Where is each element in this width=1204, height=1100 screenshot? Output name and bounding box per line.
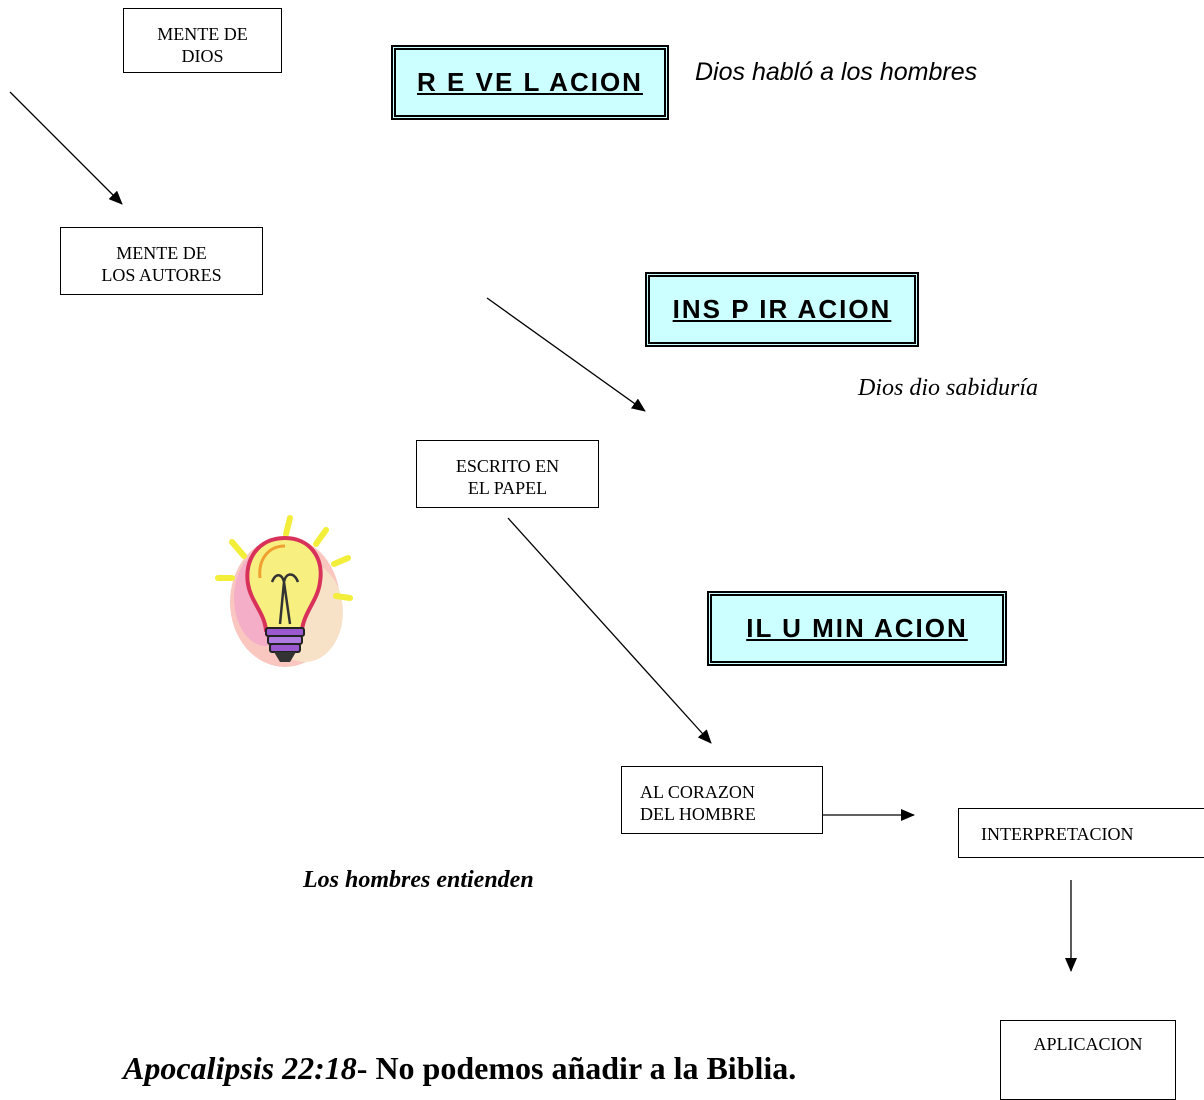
box-al-corazon-del-hombre: AL CORAZON DEL HOMBRE — [621, 766, 823, 834]
box-mente-de-dios-line2: DIOS — [181, 46, 224, 66]
title-inspiracion: INS P IR ACION — [645, 272, 919, 347]
box-interpretacion: INTERPRETACION — [958, 808, 1204, 858]
title-iluminacion-text: IL U MIN ACION — [746, 613, 968, 643]
box-interpretacion-label: INTERPRETACION — [981, 824, 1134, 844]
title-inspiracion-text: INS P IR ACION — [672, 294, 892, 324]
box-corazon-line1: AL CORAZON — [640, 782, 755, 802]
footer-verse: Apocalipsis 22:18- No podemos añadir a l… — [123, 1050, 796, 1087]
box-corazon-line2: DEL HOMBRE — [640, 804, 756, 824]
box-escrito-line2: EL PAPEL — [467, 478, 548, 498]
box-mente-autores-line1: MENTE DE — [116, 243, 207, 263]
box-mente-de-dios-line1: MENTE DE — [157, 24, 248, 44]
arrow-dios-to-autores — [9, 91, 123, 205]
caption-revelacion: Dios habló a los hombres — [695, 58, 978, 86]
box-escrito-line1: ESCRITO EN — [455, 456, 560, 476]
footer-text: - No podemos añadir a la Biblia. — [356, 1050, 797, 1086]
box-mente-de-dios: MENTE DE DIOS — [123, 8, 282, 73]
box-aplicacion-label: APLICACION — [1033, 1034, 1143, 1054]
box-escrito-en-el-papel: ESCRITO EN EL PAPEL — [416, 440, 599, 508]
title-iluminacion: IL U MIN ACION — [707, 591, 1007, 666]
arrow-autores-to-escrito — [486, 297, 646, 412]
box-mente-de-los-autores: MENTE DE LOS AUTORES — [60, 227, 263, 295]
lightbulb-icon — [215, 515, 353, 667]
title-revelacion-text: R E VE L ACION — [417, 67, 643, 97]
title-revelacion: R E VE L ACION — [391, 45, 669, 120]
box-aplicacion: APLICACION — [1000, 1020, 1176, 1100]
arrow-escrito-to-corazon — [507, 517, 712, 744]
footer-reference: Apocalipsis 22:18 — [123, 1050, 357, 1086]
box-mente-autores-line2: LOS AUTORES — [101, 265, 222, 285]
caption-iluminacion: Los hombres entienden — [303, 867, 534, 893]
caption-inspiracion: Dios dio sabiduría — [858, 375, 1039, 401]
